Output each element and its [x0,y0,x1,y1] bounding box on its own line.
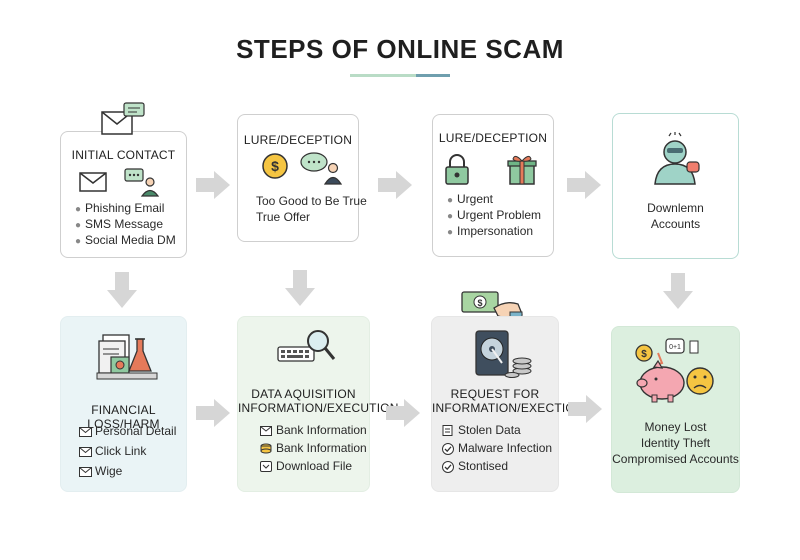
dollar-coin-icon: $ [262,153,288,179]
envelope-icon [260,425,272,436]
step-card-data-acquisition: DATA AQUISITION INFORMATION/EXECUTION Ba… [237,316,399,492]
step-item-list: Personal Detail Click Link Wige [79,421,176,481]
list-item: ●Impersonation [447,224,534,238]
list-item: Personal Detail [79,421,176,441]
svg-text:$: $ [641,349,647,360]
envelope-icon [79,466,92,477]
step-card-download-accounts: Downlemn Accounts [612,113,739,259]
arrow-down-icon [663,273,693,309]
check-circle-icon [442,460,454,473]
list-item: Bank Information [260,421,367,439]
hard-drive-coins-icon [475,330,532,378]
envelope-icon [79,446,92,457]
list-item: Download File [260,457,367,475]
check-circle-icon [442,442,454,455]
step-item-list: ●Phishing Email ●SMS Message ●Social Med… [75,200,176,248]
list-item: ●Phishing Email [75,201,165,215]
svg-text:$: $ [477,298,482,308]
step-item-list: Stolen Data Malware Infection Stontised [442,421,552,475]
list-item: Malware Infection [442,439,552,457]
padlock-icon [445,154,469,185]
title-underline [350,74,450,77]
documents-flask-icon [96,334,158,380]
arrow-right-icon [567,171,601,199]
arrow-right-icon [568,395,602,423]
arrow-right-icon [196,171,230,199]
step-description: Too Good to Be True True Offer [256,194,367,224]
chat-user-icon [124,168,160,197]
gift-box-icon [507,155,537,185]
list-item: ●Urgent Problem [447,208,542,222]
list-item: Wige [79,461,176,481]
step-heading: LURE/DECEPTION [438,131,548,145]
step-heading: LURE/DECEPTION [243,133,353,147]
speech-bubble-person-icon [300,152,343,185]
svg-text:0+1: 0+1 [669,344,681,351]
arrow-down-icon [285,270,315,306]
page-title: STEPS OF ONLINE SCAM [236,34,564,64]
list-item: ●SMS Message [75,217,164,231]
arrow-right-icon [196,399,230,427]
envelope-icon [79,172,107,192]
step-card-request-information: REQUEST FOR INFORMATION/EXECTION Stolen … [431,316,584,492]
svg-text:$: $ [271,158,279,174]
step-card-lure-deception-1: LURE/DECEPTION $ Too Good to Be True Tru… [237,114,367,242]
step-card-lure-deception-2: LURE/DECEPTION ●Urgent ●Urgent Problem ●… [432,114,554,257]
document-icon [442,425,453,437]
step-item-list: ●Urgent ●Urgent Problem ●Impersonation [447,191,541,239]
step-heading: DATA AQUISITION INFORMATION/EXECUTION [238,387,399,415]
step-heading: FINANCIAL LOSS/HARM [87,403,160,431]
list-item: Stolen Data [442,421,552,439]
step-card-initial-contact: INITIAL CONTACT ●Phishing Email ●SMS Mes… [60,131,187,258]
list-item: Bank Information [260,439,367,457]
envelope-icon [79,426,92,437]
step-heading: REQUEST FOR INFORMATION/EXECTION [432,387,584,415]
step-card-financial-loss: FINANCIAL LOSS/HARM Personal Detail Clic… [60,316,187,492]
step-description: Money Lost Identity Theft Compromised Ac… [612,420,739,466]
arrow-down-icon [107,272,137,308]
hooded-hacker-icon [654,132,700,185]
step-heading: INITIAL CONTACT [71,148,176,162]
list-item: Stontised [442,457,552,475]
step-description: Downlemn Accounts [647,201,704,231]
keyboard-magnifier-icon [277,330,336,362]
envelope-chat-icon [101,102,145,135]
list-item: ●Urgent [447,192,494,206]
step-item-list: Bank Information Bank Information Downlo… [260,421,367,475]
download-file-icon [260,461,272,473]
list-item: ●Social Media DM [75,233,176,247]
step-card-money-lost: $ 0+1 Money Lost Identity Theft Compromi… [611,326,740,493]
arrow-right-icon [378,171,412,199]
arrow-right-icon [386,399,420,427]
coin-stack-icon [260,443,272,454]
list-item: Click Link [79,441,176,461]
piggy-bank-sad-face-icon: $ 0+1 [635,338,714,403]
